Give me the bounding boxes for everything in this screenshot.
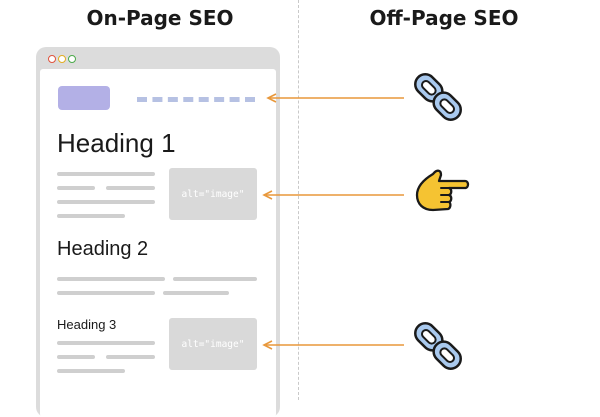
text-line bbox=[57, 200, 155, 204]
heading-3: Heading 3 bbox=[57, 317, 117, 332]
chain-link-icon bbox=[414, 73, 462, 121]
text-line bbox=[57, 186, 95, 190]
arrow-to-nav bbox=[266, 93, 404, 103]
off-page-seo-title: Off-Page SEO bbox=[369, 6, 519, 30]
text-line bbox=[106, 186, 155, 190]
heading-2: Heading 2 bbox=[57, 238, 149, 260]
arrow-to-image-1 bbox=[262, 190, 404, 200]
text-line bbox=[163, 291, 229, 295]
image-alt-text: alt="image" bbox=[181, 338, 245, 350]
image-placeholder: alt="image" bbox=[169, 168, 257, 220]
chain-link-icon bbox=[414, 322, 462, 370]
arrow-to-image-2 bbox=[262, 340, 404, 350]
text-line bbox=[57, 277, 165, 281]
text-line bbox=[57, 341, 155, 345]
text-line bbox=[57, 369, 125, 373]
pointing-hand-icon bbox=[415, 169, 470, 212]
on-page-seo-title: On-Page SEO bbox=[86, 6, 234, 30]
text-line bbox=[106, 355, 155, 359]
text-line bbox=[57, 214, 125, 218]
maximize-dot-icon bbox=[68, 55, 76, 63]
minimize-dot-icon bbox=[58, 55, 66, 63]
text-line bbox=[173, 277, 257, 281]
nav-placeholder bbox=[137, 97, 255, 102]
image-placeholder: alt="image" bbox=[169, 318, 257, 370]
heading-1: Heading 1 bbox=[57, 128, 176, 158]
image-alt-text: alt="image" bbox=[181, 188, 245, 200]
connector-arrows bbox=[262, 93, 404, 350]
column-divider bbox=[298, 0, 299, 400]
text-line bbox=[57, 291, 155, 295]
text-line bbox=[57, 355, 95, 359]
close-dot-icon bbox=[48, 55, 56, 63]
logo-placeholder bbox=[58, 86, 110, 110]
text-line bbox=[57, 172, 155, 176]
